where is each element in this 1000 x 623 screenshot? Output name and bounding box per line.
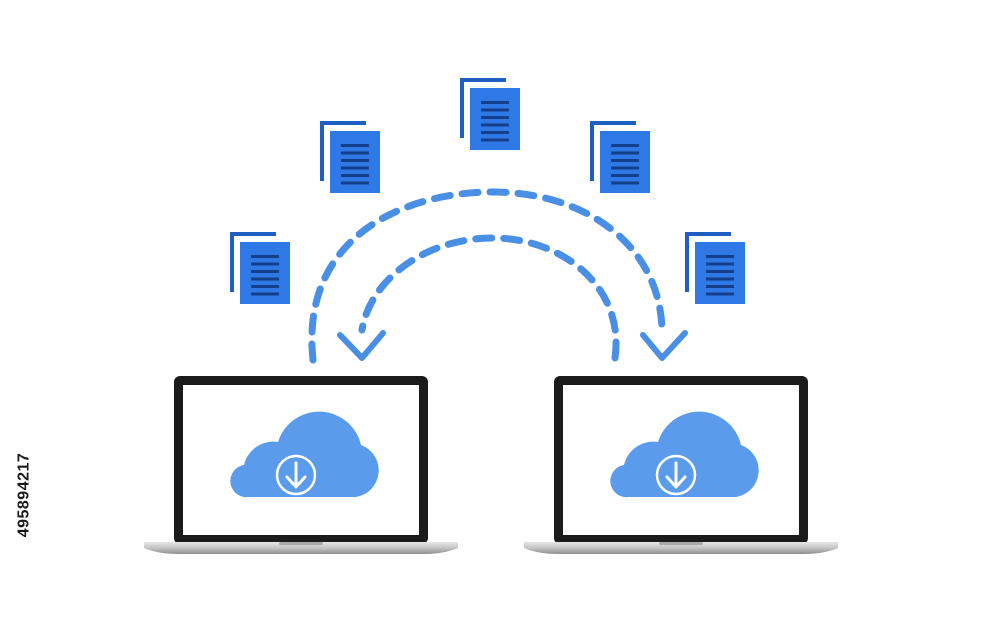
stock-image-id-watermark: 495894217	[14, 380, 34, 610]
laptop-notch	[279, 542, 323, 545]
document-stack-icon	[685, 232, 745, 304]
transfer-arrows	[308, 188, 688, 364]
laptops	[144, 376, 838, 554]
document-stack-icon	[590, 121, 650, 193]
document-stacks	[230, 78, 745, 304]
laptop-base	[144, 542, 458, 554]
laptop-icon	[524, 376, 838, 554]
arrowhead-left-icon	[337, 330, 386, 361]
document-stack-icon	[460, 78, 520, 150]
laptop-notch	[659, 542, 703, 545]
document-stack-icon	[320, 121, 380, 193]
image-id-text: 495894217	[15, 452, 32, 538]
laptop-base	[524, 542, 838, 554]
laptop-icon	[144, 376, 458, 554]
cloud-download-icon	[230, 411, 379, 498]
document-stack-icon	[230, 232, 290, 304]
cloud-download-icon	[610, 411, 759, 498]
arrowhead-right-icon	[640, 330, 688, 361]
dashed-curved-arrow-icon	[308, 188, 666, 364]
dashed-curved-arrow-icon	[358, 234, 620, 362]
